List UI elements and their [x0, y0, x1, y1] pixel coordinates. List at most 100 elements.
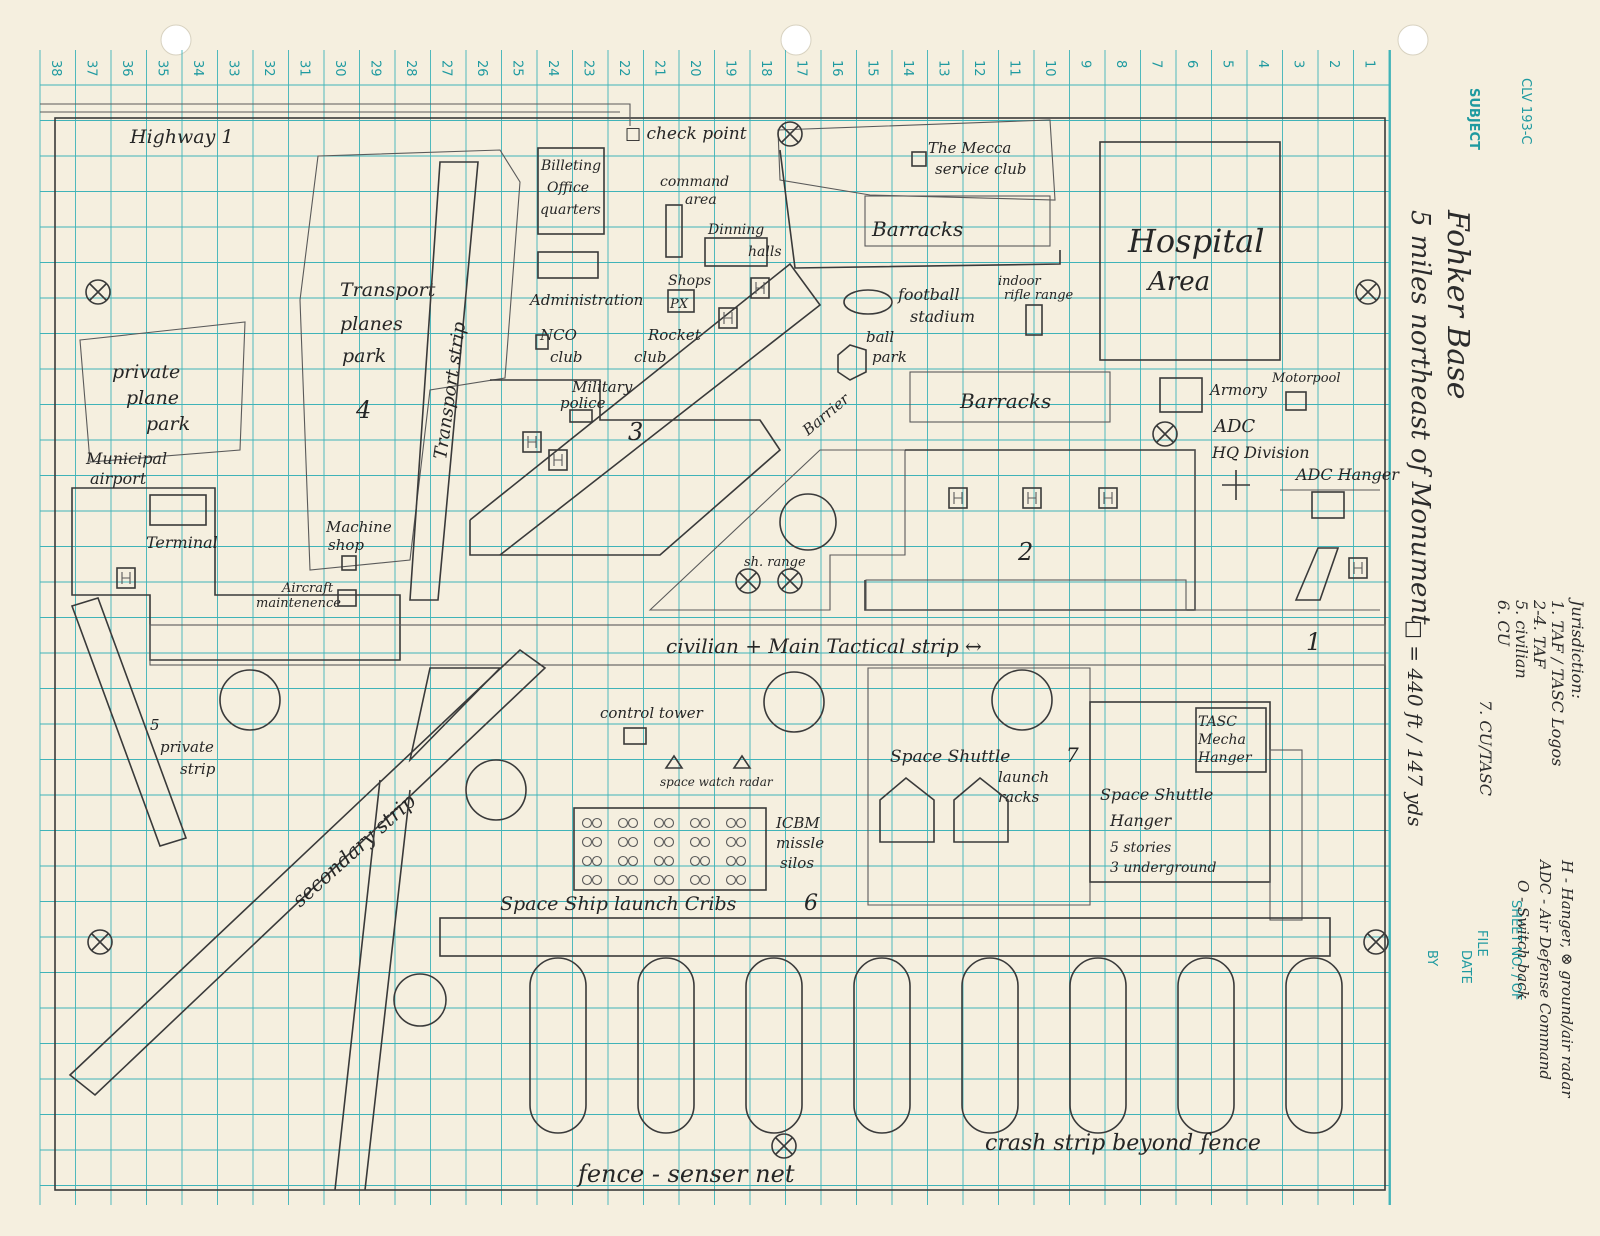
main-tactical-strip-runway — [149, 624, 1386, 666]
radar-dish-2 — [732, 754, 752, 769]
map-scale: □ = 440 ft / 147 yds — [1403, 620, 1427, 827]
column-number: 32 — [261, 60, 276, 77]
column-number: 9 — [1078, 60, 1093, 68]
municipal-label-1: Municipal — [85, 449, 167, 468]
silo-hatch — [617, 817, 629, 829]
highway-road — [40, 103, 631, 126]
motorpool-building — [1285, 391, 1307, 411]
dining-hall-building — [704, 237, 768, 267]
switchback-loop-2 — [219, 669, 281, 731]
command-area-label-2: area — [685, 192, 717, 208]
switchback-loop-4 — [991, 669, 1053, 731]
launch-crib-road — [439, 917, 1331, 957]
silo-hatch — [663, 855, 675, 867]
switchback-loop-3 — [763, 671, 825, 733]
rifle-range-building — [1025, 304, 1043, 336]
silo-hatch — [617, 855, 629, 867]
icbm-label-2: missle — [776, 834, 824, 852]
column-number: 28 — [403, 60, 418, 77]
zone-7-label: 7 — [1066, 743, 1079, 767]
by-label: BY — [1424, 950, 1439, 966]
silo-hatch — [663, 817, 675, 829]
transport-park-label-3: park — [342, 345, 386, 367]
private-strip-runway — [70, 597, 188, 847]
column-number: 36 — [119, 60, 134, 77]
column-number: 24 — [545, 60, 560, 77]
mp-label-2: police — [560, 394, 606, 412]
jurisdiction-item-6: 6. CU — [1494, 600, 1513, 647]
main-strip-label: civilian + Main Tactical strip ↔ — [666, 634, 982, 658]
silo-hatch — [689, 817, 701, 829]
silo-hatch — [735, 817, 747, 829]
silo-hatch — [581, 836, 593, 848]
jurisdiction-item-1: 1. TAF / TASC Logos — [1548, 600, 1567, 766]
silo-hatch — [581, 855, 593, 867]
silo-hatch — [591, 855, 603, 867]
armory-label: Armory — [1208, 381, 1267, 399]
form-code: CLV 193-C — [1518, 78, 1533, 145]
command-area-label-1: command — [660, 174, 729, 190]
dining-label-1: Dinning — [707, 222, 764, 238]
hangar-icon — [1098, 487, 1118, 509]
shuttle-rack-2 — [953, 776, 1009, 843]
jurisdiction-item-5: 5. civilian — [1512, 600, 1531, 679]
silo-hatch — [627, 855, 639, 867]
date-label: DATE — [1458, 950, 1473, 984]
zone-1-label: 1 — [1306, 628, 1321, 656]
silo-hatch — [617, 836, 629, 848]
launch-crib — [961, 957, 1019, 1134]
launch-crib — [529, 957, 587, 1134]
radar-icon — [735, 568, 761, 594]
map-location: 5 miles northeast of Monument — [1405, 210, 1435, 625]
silo-hatch — [725, 836, 737, 848]
legend-adc: ADC - Air Defense Command — [1536, 858, 1554, 1080]
mecca-building — [911, 151, 927, 167]
nco-club-label-2: club — [550, 348, 582, 366]
shuttle-hanger-label-3: 5 stories — [1110, 840, 1171, 856]
radar-dish-1 — [664, 754, 684, 769]
shops-label: Shops — [668, 273, 711, 289]
column-number: 23 — [581, 60, 596, 77]
armory-building — [1159, 377, 1203, 413]
column-number: 7 — [1149, 60, 1164, 68]
silo-grid — [581, 817, 747, 886]
silo-hatch — [653, 817, 665, 829]
launch-crib — [637, 957, 695, 1134]
column-number: 38 — [48, 60, 63, 77]
silo-hatch — [581, 817, 593, 829]
hangar-icon — [522, 431, 542, 453]
adc-boundary — [1194, 450, 1380, 611]
column-number: 25 — [510, 60, 525, 77]
shuttle-hanger-label-1: Space Shuttle — [1100, 785, 1213, 804]
silo-hatch — [663, 836, 675, 848]
radar-icon — [771, 1133, 797, 1159]
silo-hatch — [663, 874, 675, 886]
column-number: 34 — [190, 60, 205, 77]
column-number: 11 — [1007, 60, 1022, 77]
column-number: 16 — [829, 60, 844, 77]
hangar-icon — [548, 449, 568, 471]
radar-icon — [777, 568, 803, 594]
secondary-strip-runway — [68, 648, 547, 1097]
shuttle-hanger-label-2: Hanger — [1109, 811, 1173, 830]
ball-park — [837, 344, 867, 381]
barracks-mid-label: Barracks — [959, 389, 1051, 413]
launch-crib — [1069, 957, 1127, 1134]
silo-hatch — [591, 817, 603, 829]
nco-club-building — [535, 334, 549, 350]
tasc-label-1: TASC — [1198, 714, 1237, 730]
px-label: PX — [669, 297, 689, 312]
launch-cribs — [529, 957, 1343, 1134]
transport-park-label-1: Transport — [340, 279, 436, 301]
legend-hanger-radar: H - Hanger, ⊗ ground/air radar — [1558, 859, 1576, 1098]
transport-park-area — [299, 149, 521, 571]
private-strip-label-2: private — [160, 738, 214, 756]
silo-hatch — [653, 874, 665, 886]
crash-strip-label: crash strip beyond fence — [985, 1131, 1261, 1156]
private-park-label-3: park — [146, 413, 190, 435]
billeting-building — [537, 147, 605, 235]
aircraft-maint-label-1: Aircraft — [281, 581, 334, 596]
silo-hatch — [627, 836, 639, 848]
